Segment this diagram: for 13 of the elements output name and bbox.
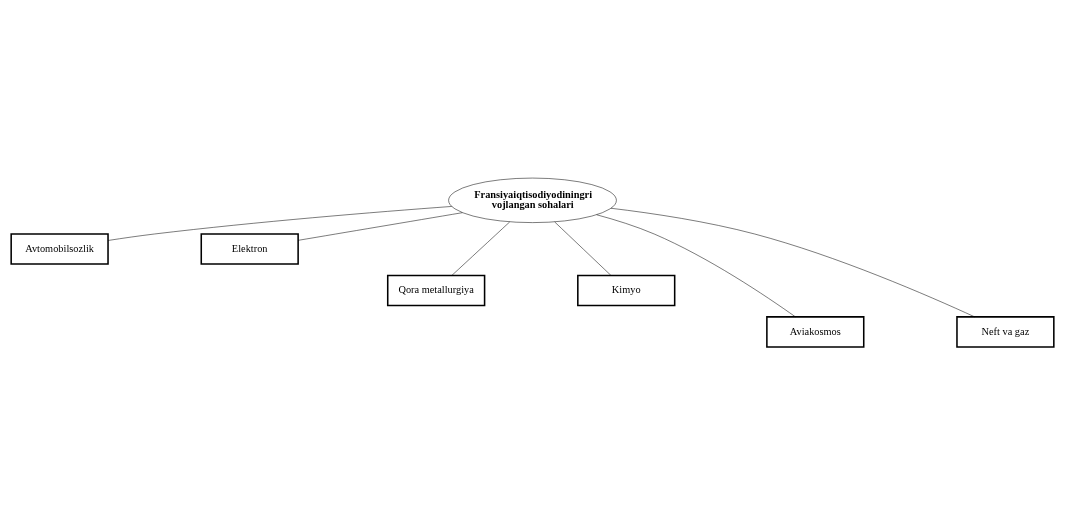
node-box: Avtomobilsozlik	[10, 232, 109, 265]
connector	[107, 205, 452, 241]
connector	[596, 214, 796, 317]
node-box: Elektron	[200, 232, 299, 265]
connector	[451, 221, 510, 276]
node-box: Kimyo	[577, 274, 676, 306]
connector	[554, 221, 612, 276]
node-ellipse: Fransiyaiqtisodiyodiningri vojlangan sohalari	[448, 177, 617, 223]
connector	[610, 207, 975, 317]
node-box: Qora metallurgiya	[386, 274, 486, 306]
connector	[297, 211, 463, 241]
node-box: Aviakosmos	[766, 315, 865, 348]
node-box: Neft va gaz	[956, 315, 1055, 348]
